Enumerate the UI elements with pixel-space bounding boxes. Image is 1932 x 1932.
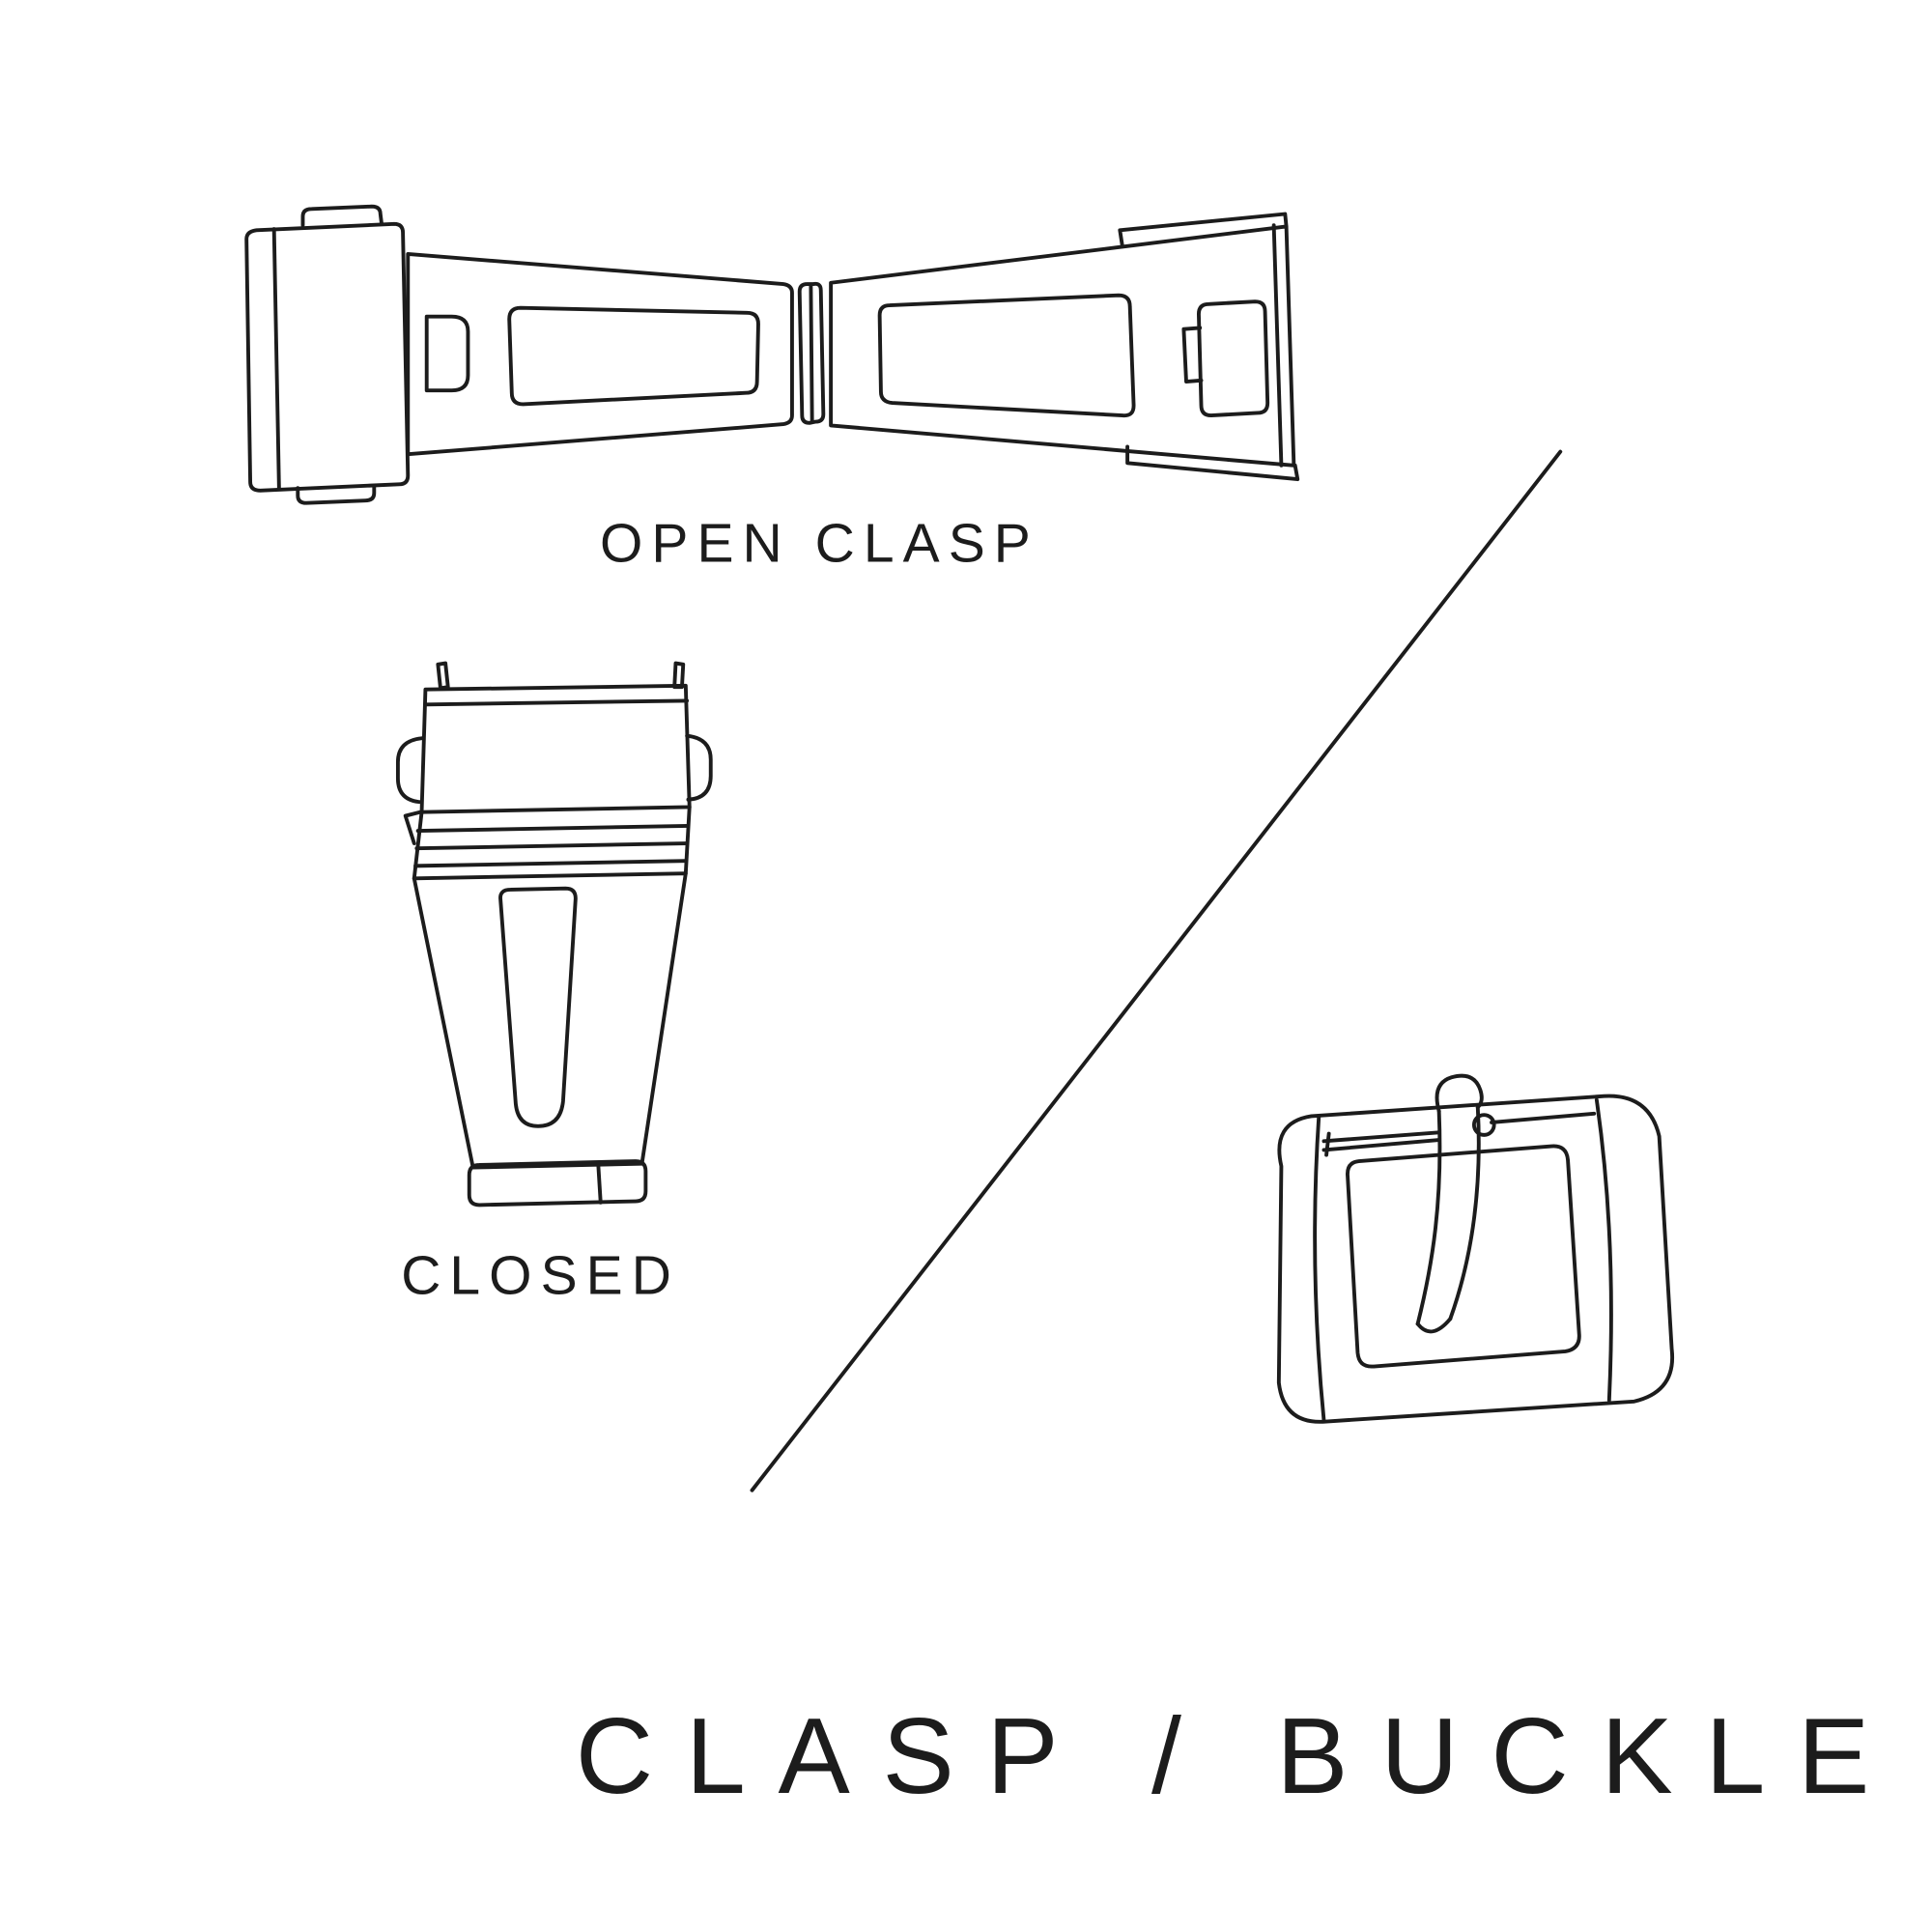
open-clasp-label: OPEN CLASP — [600, 513, 1039, 575]
open-clasp-left-fold-line — [271, 227, 281, 491]
open-clasp-left-window — [507, 305, 760, 407]
open-clasp-left-bottom-tab — [296, 483, 377, 505]
open-clasp-left-top-tab — [300, 204, 384, 228]
open-clasp-illustration — [244, 204, 1300, 505]
buckle-tongue-tip — [1415, 1317, 1453, 1334]
closed-clasp-top-block-line — [424, 698, 690, 707]
closed-clasp-base-line — [596, 1160, 603, 1205]
buckle-tongue-ring — [1471, 1113, 1496, 1137]
open-clasp-right-bottom-plate — [1125, 444, 1300, 482]
open-clasp-left-notch — [424, 314, 470, 393]
closed-clasp-slot — [498, 886, 578, 1128]
buckle-pin-left — [1321, 1130, 1441, 1152]
open-clasp-right-cutout-tab — [1181, 326, 1204, 384]
buckle-tongue-loop — [1435, 1073, 1484, 1114]
buckle-pin-end-tick — [1324, 1131, 1331, 1157]
open-clasp-left-endlink — [244, 221, 411, 493]
buckle-inner-opening — [1346, 1144, 1581, 1369]
open-clasp-hinge-line — [809, 283, 814, 424]
closed-clasp-label: CLOSED — [401, 1244, 680, 1306]
closed-clasp-band-left-edge — [412, 810, 424, 881]
closed-clasp-band-line-3 — [413, 859, 688, 868]
closed-clasp-band-right-edge — [683, 805, 692, 876]
open-clasp-right-window — [877, 293, 1136, 418]
buckle-left-bar-inner-edge — [1313, 1114, 1326, 1423]
page-title: CLASP / BUCKLE — [576, 1695, 1902, 1816]
closed-clasp-left-ear — [395, 736, 424, 805]
closed-clasp-left-prong — [436, 661, 450, 691]
open-clasp-right-arm-outline — [829, 224, 1296, 468]
closed-clasp-base — [467, 1159, 648, 1208]
open-clasp-left-arm-outline — [406, 252, 794, 457]
buckle-illustration — [1276, 1073, 1675, 1424]
closed-clasp-left-flap — [403, 810, 423, 845]
open-clasp-right-cutout — [1196, 299, 1270, 417]
open-clasp-right-top-plate — [1118, 212, 1289, 249]
buckle-right-bar-inner-edge — [1594, 1097, 1613, 1403]
buckle-tongue-right-edge — [1448, 1105, 1481, 1321]
closed-clasp-band-line-2 — [414, 841, 690, 851]
closed-clasp-right-prong — [672, 661, 686, 690]
open-clasp-right-fold-line — [1271, 223, 1284, 468]
diagonal-divider-line — [750, 449, 1563, 1492]
closed-clasp-illustration — [395, 661, 713, 1208]
buckle-pin-right — [1490, 1111, 1597, 1124]
open-clasp-hinge — [797, 281, 826, 425]
buckle-tongue-left-edge — [1415, 1109, 1442, 1326]
closed-clasp-band-line-1 — [415, 823, 691, 834]
buckle-outer-frame — [1276, 1094, 1675, 1424]
closed-clasp-right-ear — [685, 733, 713, 802]
